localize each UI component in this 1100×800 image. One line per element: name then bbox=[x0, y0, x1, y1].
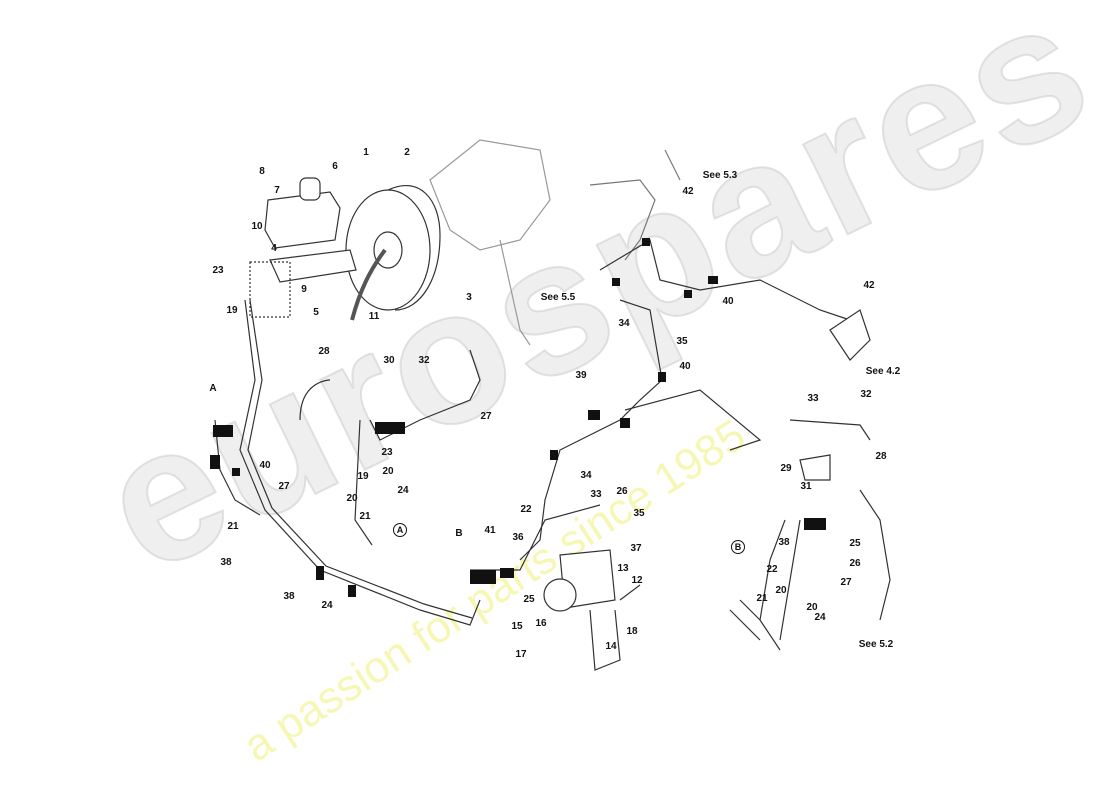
part-callout: 6 bbox=[332, 161, 338, 172]
part-callout: 21 bbox=[227, 521, 239, 532]
part-callout: 36 bbox=[512, 532, 524, 543]
part-callout: 5 bbox=[313, 307, 319, 318]
part-callout: 14 bbox=[605, 641, 617, 652]
part-callout: 20 bbox=[346, 493, 358, 504]
part-callout: 32 bbox=[860, 389, 872, 400]
part-callout: 17 bbox=[515, 649, 527, 660]
part-callout: 27 bbox=[840, 577, 852, 588]
part-callout: 15 bbox=[511, 621, 523, 632]
part-callout: 37 bbox=[630, 543, 642, 554]
master-cylinder bbox=[269, 249, 357, 283]
part-callout: 25 bbox=[849, 538, 861, 549]
part-callout: 3 bbox=[466, 292, 472, 303]
part-callout: 21 bbox=[359, 511, 371, 522]
part-callout: 38 bbox=[283, 591, 295, 602]
part-callout: 20 bbox=[806, 602, 818, 613]
part-callout: 30 bbox=[383, 355, 395, 366]
part-callout: 26 bbox=[849, 558, 861, 569]
part-callout: A bbox=[209, 383, 217, 394]
part-callout: 40 bbox=[679, 361, 691, 372]
fluid-reservoir bbox=[264, 177, 341, 249]
part-callout: 16 bbox=[535, 618, 547, 629]
part-callout: 2 bbox=[404, 147, 410, 158]
part-callout: 38 bbox=[220, 557, 232, 568]
part-callout: 8 bbox=[259, 166, 265, 177]
part-callout: 35 bbox=[676, 336, 688, 347]
part-callout: 22 bbox=[520, 504, 532, 515]
detail-view-marker: B bbox=[731, 540, 745, 554]
part-callout: 42 bbox=[682, 186, 694, 197]
part-callout: 22 bbox=[766, 564, 778, 575]
part-callout: 23 bbox=[381, 447, 393, 458]
part-callout: 24 bbox=[814, 612, 826, 623]
part-callout: 40 bbox=[722, 296, 734, 307]
detail-view-marker: A bbox=[393, 523, 407, 537]
part-callout: 18 bbox=[626, 626, 638, 637]
part-callout: 33 bbox=[807, 393, 819, 404]
cross-reference-label: See 5.5 bbox=[540, 292, 576, 303]
part-callout: 13 bbox=[617, 563, 629, 574]
part-callout: 9 bbox=[301, 284, 307, 295]
part-callout: 21 bbox=[756, 593, 768, 604]
part-callout: 4 bbox=[271, 243, 277, 254]
part-callout: 11 bbox=[368, 311, 380, 322]
part-callout: 20 bbox=[775, 585, 787, 596]
part-callout: 35 bbox=[633, 508, 645, 519]
part-callout: 28 bbox=[875, 451, 887, 462]
part-callout: 41 bbox=[484, 525, 496, 536]
part-callout: 19 bbox=[357, 471, 369, 482]
part-callout: 27 bbox=[480, 411, 492, 422]
part-callout: 12 bbox=[631, 575, 643, 586]
pedal-box bbox=[429, 139, 551, 346]
part-callout: 23 bbox=[212, 265, 224, 276]
part-callout: 24 bbox=[397, 485, 409, 496]
part-callout: 34 bbox=[580, 470, 592, 481]
part-callout: 33 bbox=[590, 489, 602, 500]
pipe-clips bbox=[210, 238, 826, 597]
part-callout: 27 bbox=[278, 481, 290, 492]
part-callout: B bbox=[455, 528, 463, 539]
cross-reference-label: See 5.2 bbox=[858, 639, 894, 650]
part-callout: 38 bbox=[778, 537, 790, 548]
part-callout: 42 bbox=[863, 280, 875, 291]
abs-unit bbox=[543, 549, 641, 671]
part-callout: 19 bbox=[226, 305, 238, 316]
part-callout: 40 bbox=[259, 460, 271, 471]
part-callout: 24 bbox=[321, 600, 333, 611]
part-callout: 10 bbox=[251, 221, 263, 232]
part-callout: 20 bbox=[382, 466, 394, 477]
part-callout: 1 bbox=[363, 147, 369, 158]
part-callout: 25 bbox=[523, 594, 535, 605]
part-callout: 34 bbox=[618, 318, 630, 329]
part-callout: 28 bbox=[318, 346, 330, 357]
cross-reference-label: See 5.3 bbox=[702, 170, 738, 181]
part-callout: 29 bbox=[780, 463, 792, 474]
part-callout: 31 bbox=[800, 481, 812, 492]
part-callout: 7 bbox=[274, 185, 280, 196]
cross-reference-label: See 4.2 bbox=[865, 366, 901, 377]
part-callout: 32 bbox=[418, 355, 430, 366]
part-callout: 39 bbox=[575, 370, 587, 381]
part-callout: 26 bbox=[616, 486, 628, 497]
